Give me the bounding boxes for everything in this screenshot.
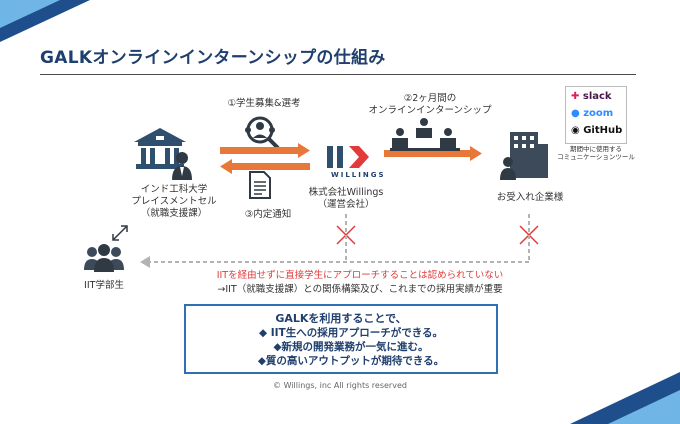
staff-person-icon (172, 152, 192, 180)
benefit-item: ◆質の高いアウトプットが期待できる。 (257, 355, 445, 367)
arrow-internship (384, 146, 482, 161)
zoom-logo: ● zoom (571, 108, 614, 119)
tools-caption: 期間中に使用する コミュニケーションツール (557, 145, 635, 161)
title-divider (40, 74, 636, 75)
willings-logo (327, 146, 369, 168)
benefits-box: GALKを利用することで、 ◆ IIT生への採用アプローチができる。 ◆新規の開… (184, 304, 498, 374)
github-icon: ◉ (571, 125, 580, 136)
copyright: © Willings, inc All rights reserved (273, 381, 407, 390)
university-label-line2: プレイスメントセル (131, 196, 217, 207)
university-label-line1: インド工科大学 (140, 184, 208, 195)
document-icon (249, 171, 271, 199)
company-label-line2: （運営会社） (317, 199, 375, 210)
benefits-heading: GALKを利用することで、 (275, 312, 407, 325)
students-group-icon (84, 244, 124, 272)
slack-logo: ✚ slack (571, 91, 612, 102)
willings-logo-text: WILLINGS (331, 171, 386, 179)
prohibited-arrowhead (140, 256, 150, 268)
step3-label: ③内定通知 (244, 209, 292, 220)
benefit-item: ◆ IIT生への採用アプローチができる。 (259, 327, 443, 339)
host-building-icon (500, 132, 548, 180)
step2-label-line2: オンラインインターンシップ (368, 105, 492, 116)
company-label-line1: 株式会社Willings (308, 187, 384, 198)
github-logo: ◉ GitHub (571, 125, 623, 136)
university-label-line3: （就職支援課） (140, 208, 208, 219)
step1-label: ①学生募集&選考 (227, 98, 301, 109)
recruit-magnifier-icon (245, 116, 280, 150)
workers-laptop-icon (390, 118, 460, 151)
arrow-offer (220, 159, 310, 174)
page-title: GALKオンラインインターンシップの仕組み (40, 48, 386, 68)
step2-label-line1: ②2ヶ月間の (403, 93, 457, 104)
corner-decoration-bottom-right-light (608, 390, 680, 424)
university-icon (134, 128, 186, 169)
prohibited-approach-line (148, 214, 530, 263)
slack-icon: ✚ (571, 91, 580, 102)
corner-decoration-top-left-light (0, 0, 60, 28)
zoom-icon: ● (571, 108, 580, 119)
benefit-item: ◆新規の開発業務が一気に進む。 (273, 341, 429, 353)
important-note: →IIT（就職支援課）との関係構築及び、これまでの採用実績が重要 (217, 284, 503, 295)
host-company-label: お受入れ企業様 (496, 192, 564, 203)
tools-panel: ✚ slack ● zoom ◉ GitHub (565, 86, 627, 144)
bidirectional-arrow-icon (112, 225, 128, 241)
prohibited-note: IITを経由せずに直接学生にアプローチすることは認められていない (216, 270, 504, 281)
students-label: IIT学部生 (84, 280, 124, 291)
arrow-recruit (220, 143, 310, 158)
